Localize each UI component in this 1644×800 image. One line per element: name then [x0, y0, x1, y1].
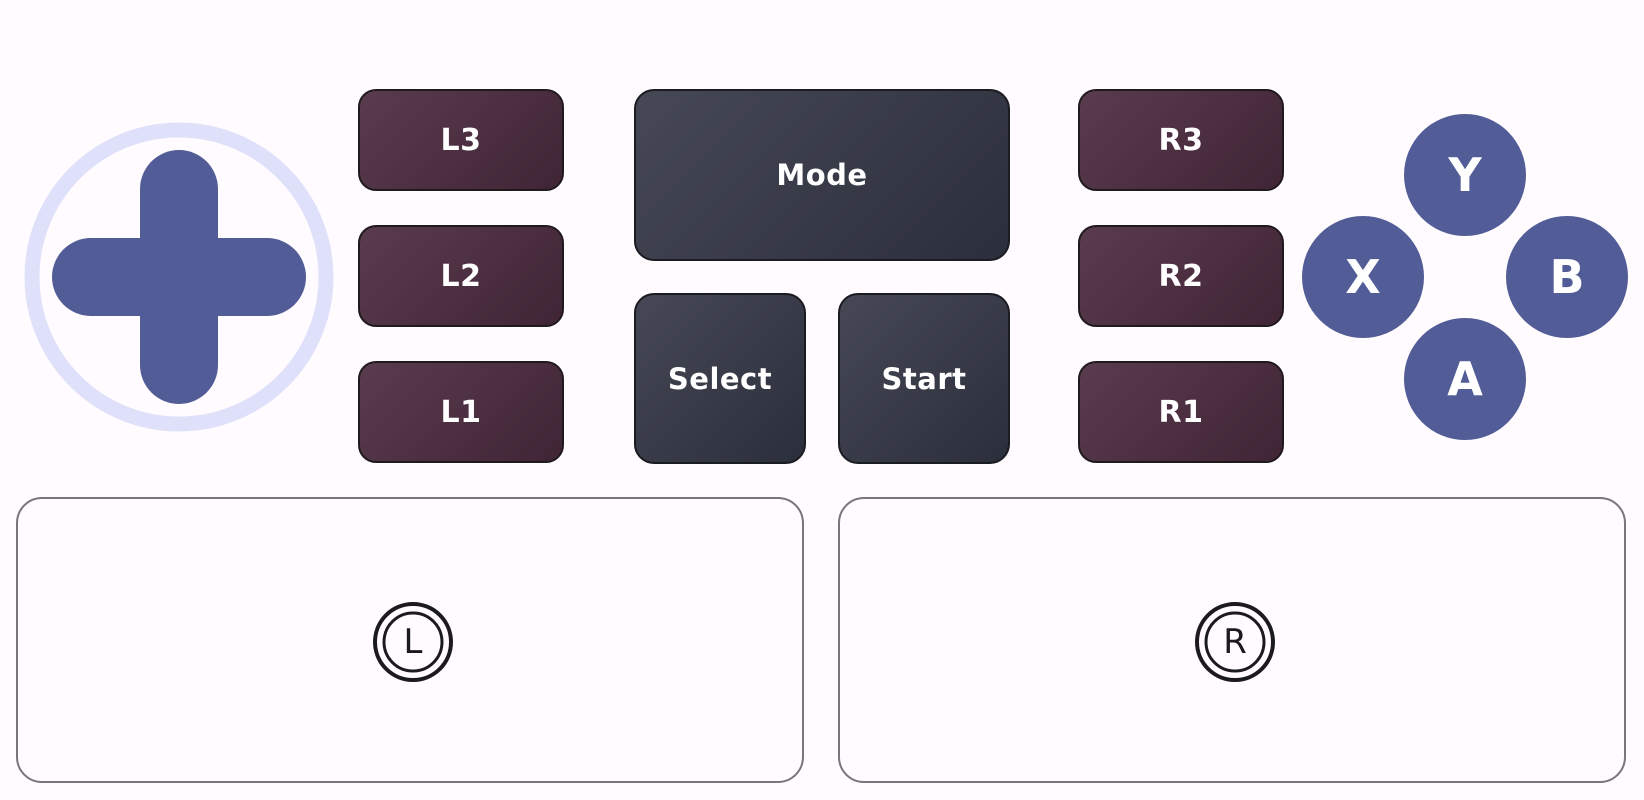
start-button[interactable]: Start — [838, 293, 1010, 464]
r1-label: R1 — [1158, 394, 1204, 430]
x-label: X — [1345, 250, 1381, 304]
start-label: Start — [881, 361, 967, 396]
r2-label: R2 — [1158, 258, 1204, 294]
right-stick-icon[interactable]: R — [1194, 601, 1276, 683]
l1-button[interactable]: L1 — [358, 361, 564, 463]
a-button[interactable]: A — [1404, 318, 1526, 440]
mode-button[interactable]: Mode — [634, 89, 1010, 261]
dpad-cross-icon — [24, 122, 334, 432]
r3-label: R3 — [1158, 122, 1204, 158]
y-button[interactable]: Y — [1404, 114, 1526, 236]
l1-label: L1 — [440, 394, 482, 430]
r2-button[interactable]: R2 — [1078, 225, 1284, 327]
l3-label: L3 — [440, 122, 482, 158]
r3-button[interactable]: R3 — [1078, 89, 1284, 191]
a-label: A — [1447, 352, 1483, 406]
l2-label: L2 — [440, 258, 482, 294]
left-stick-pad[interactable]: L — [16, 497, 804, 783]
b-label: B — [1549, 250, 1585, 304]
left-stick-icon[interactable]: L — [372, 601, 454, 683]
stick-rings — [1195, 602, 1275, 682]
stick-rings — [373, 602, 453, 682]
select-button[interactable]: Select — [634, 293, 806, 464]
l3-button[interactable]: L3 — [358, 89, 564, 191]
y-label: Y — [1448, 148, 1482, 202]
mode-label: Mode — [776, 158, 868, 192]
b-button[interactable]: B — [1506, 216, 1628, 338]
dpad[interactable] — [24, 122, 334, 432]
select-label: Select — [667, 361, 773, 396]
right-stick-pad[interactable]: R — [838, 497, 1626, 783]
l2-button[interactable]: L2 — [358, 225, 564, 327]
right-stick-letter: R — [1223, 622, 1247, 662]
x-button[interactable]: X — [1302, 216, 1424, 338]
r1-button[interactable]: R1 — [1078, 361, 1284, 463]
left-stick-letter: L — [403, 622, 423, 662]
